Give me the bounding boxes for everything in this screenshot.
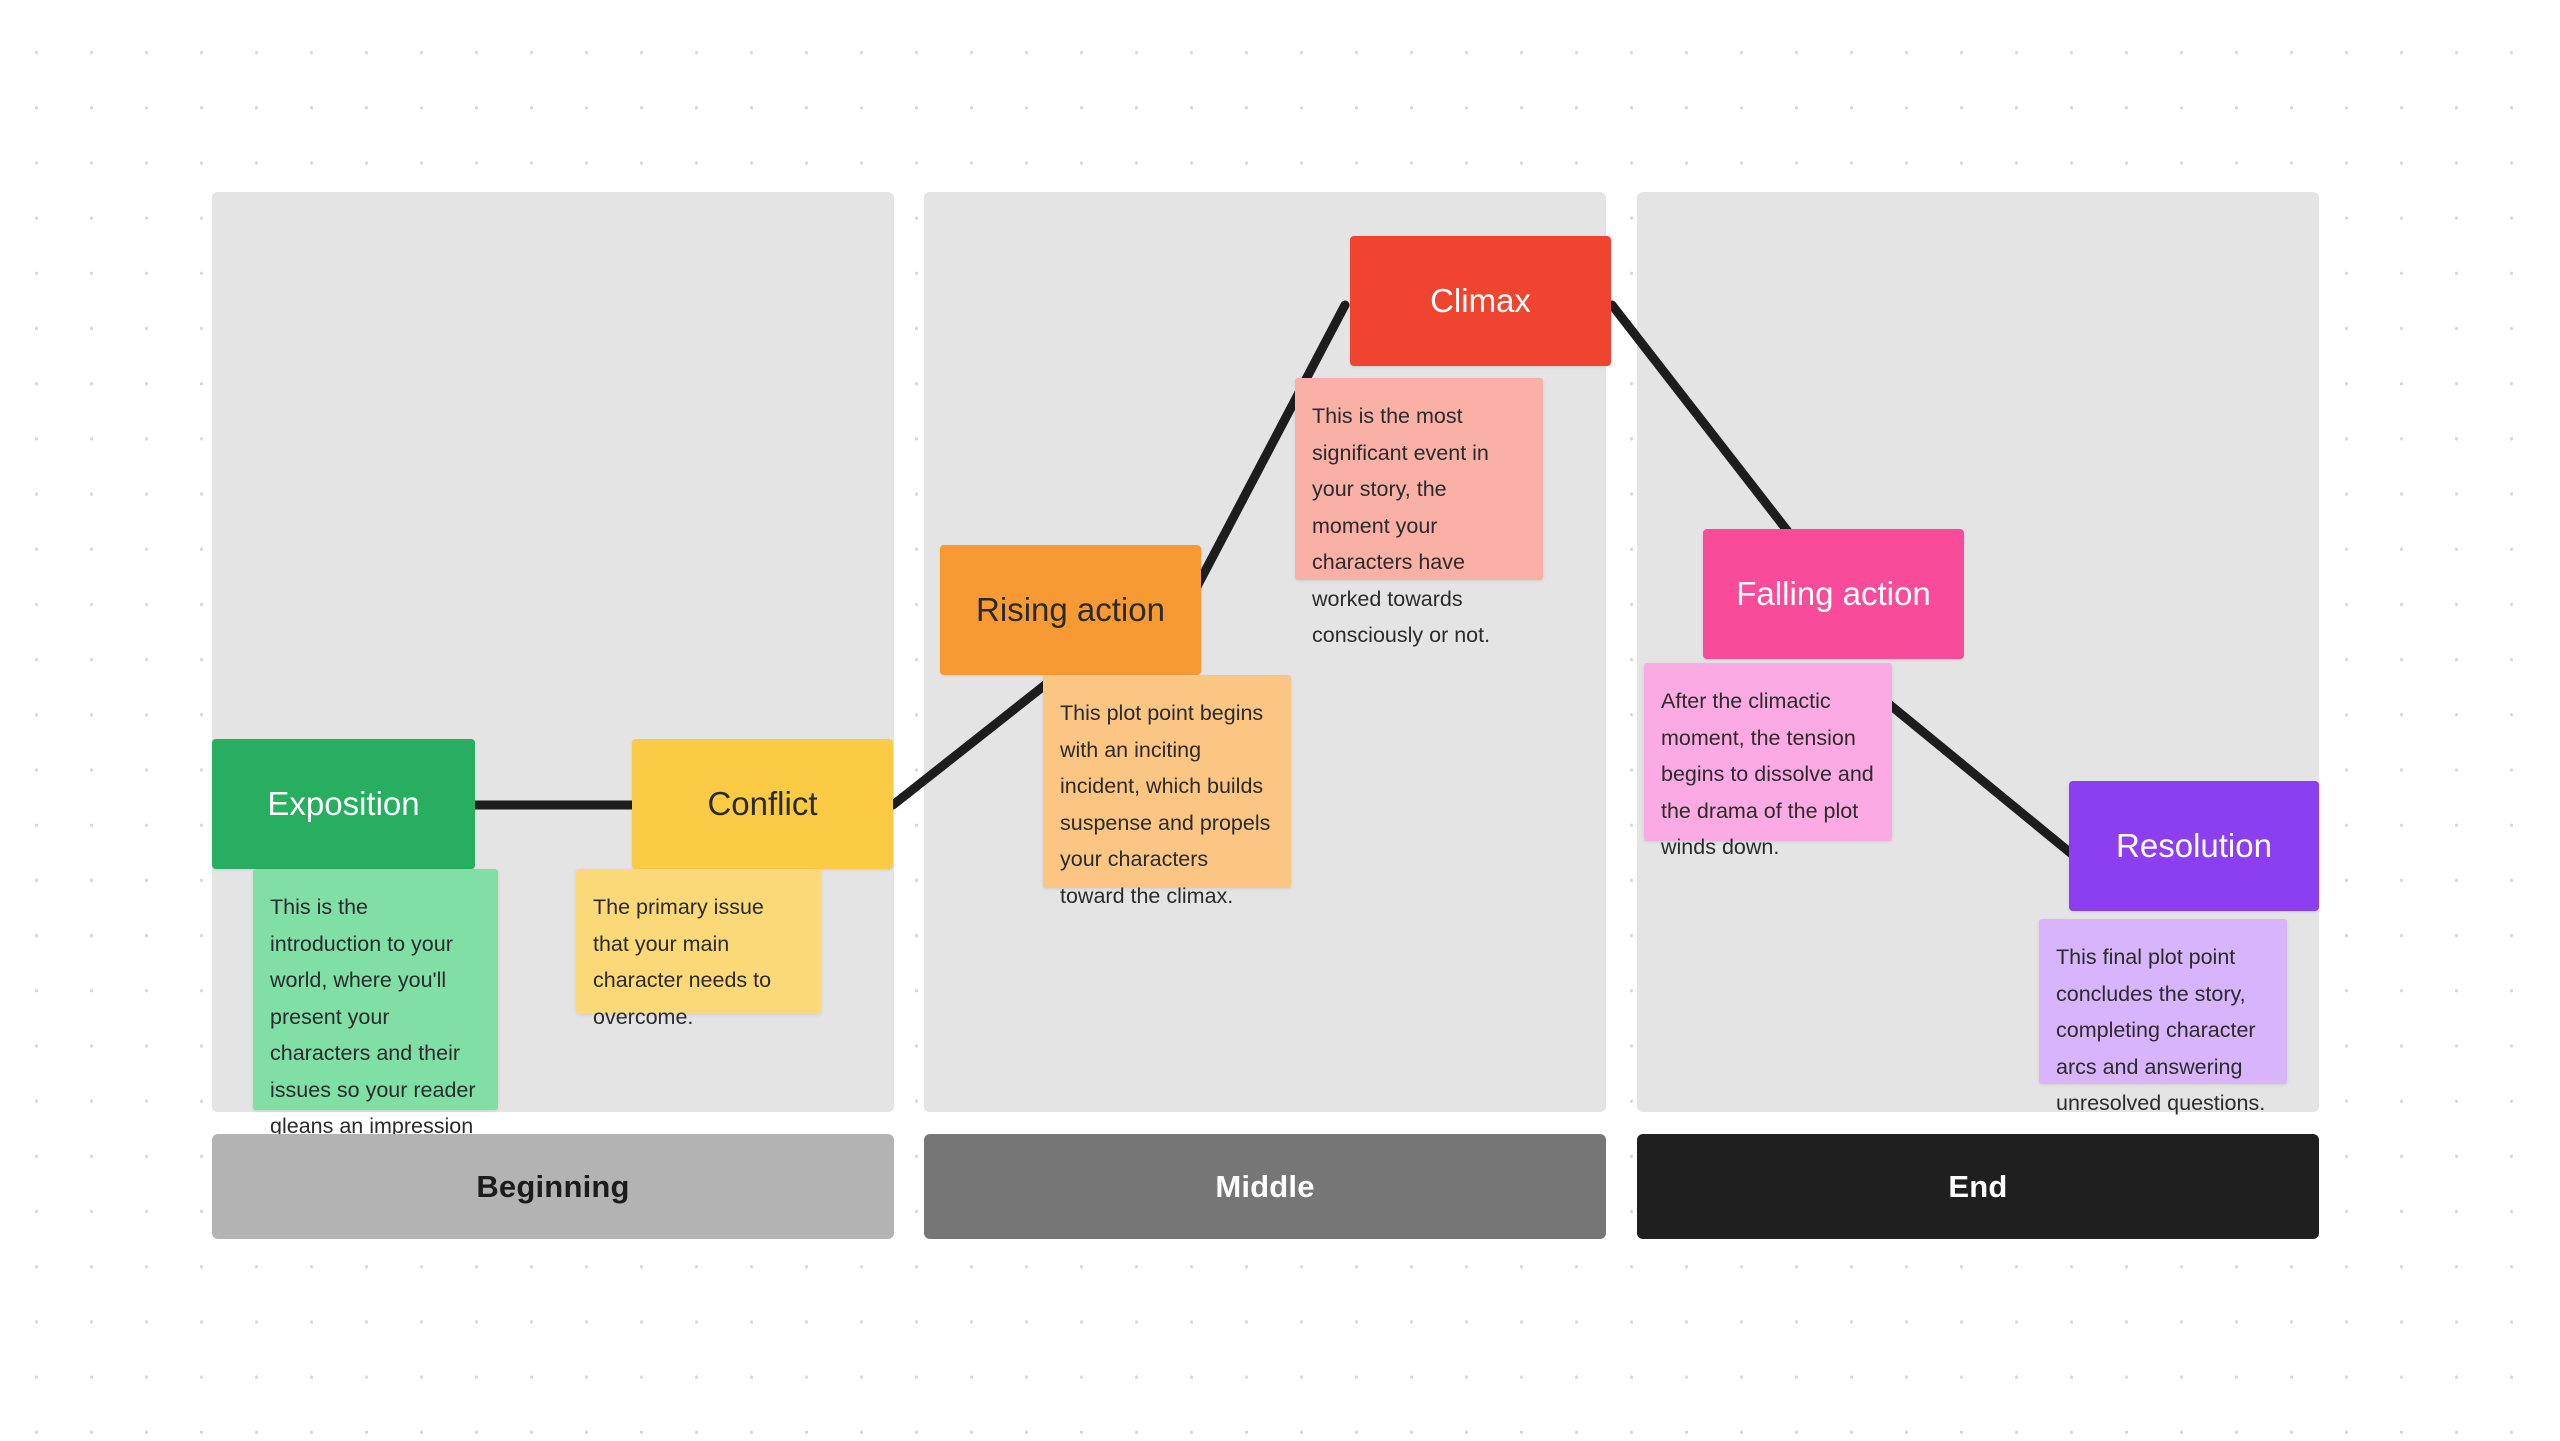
- plot-card-label-rising-action: Rising action: [976, 591, 1165, 629]
- plot-note-exposition[interactable]: This is the introduction to your world, …: [253, 869, 498, 1211]
- plot-note-text-falling-action: After the climactic moment, the tension …: [1661, 689, 1874, 860]
- act-bar-label-beginning: Beginning: [476, 1168, 630, 1204]
- plot-note-text-resolution: This final plot point concludes the stor…: [2056, 945, 2266, 1116]
- plot-note-text-conflict: The primary issue that your main charact…: [593, 895, 772, 1029]
- act-bar-middle[interactable]: Middle: [924, 1134, 1606, 1239]
- act-bar-beginning[interactable]: Beginning: [212, 1134, 894, 1239]
- plot-note-text-climax: This is the most significant event in yo…: [1312, 404, 1491, 648]
- plot-note-resolution[interactable]: This final plot point concludes the stor…: [2039, 919, 2287, 1115]
- plot-card-label-falling-action: Falling action: [1736, 575, 1931, 613]
- plot-note-rising-action[interactable]: This plot point begins with an inciting …: [1043, 675, 1291, 908]
- plot-card-label-conflict: Conflict: [707, 785, 818, 823]
- plot-card-climax[interactable]: Climax: [1350, 236, 1611, 366]
- plot-card-conflict[interactable]: Conflict: [632, 739, 893, 869]
- act-bar-end[interactable]: End: [1637, 1134, 2319, 1239]
- plot-card-exposition[interactable]: Exposition: [212, 739, 475, 869]
- plot-card-label-climax: Climax: [1430, 282, 1531, 320]
- plot-card-rising-action[interactable]: Rising action: [940, 545, 1201, 675]
- plot-note-conflict[interactable]: The primary issue that your main charact…: [576, 869, 821, 1029]
- plot-note-text-rising-action: This plot point begins with an inciting …: [1060, 701, 1271, 908]
- act-bar-label-end: End: [1948, 1168, 2008, 1204]
- act-bar-label-middle: Middle: [1215, 1168, 1315, 1204]
- plot-note-falling-action[interactable]: After the climactic moment, the tension …: [1644, 663, 1892, 859]
- plot-card-label-resolution: Resolution: [2116, 827, 2272, 865]
- plot-card-resolution[interactable]: Resolution: [2069, 781, 2319, 911]
- plot-card-label-exposition: Exposition: [267, 785, 420, 823]
- plot-card-falling-action[interactable]: Falling action: [1703, 529, 1964, 659]
- plot-note-climax[interactable]: This is the most significant event in yo…: [1295, 378, 1543, 647]
